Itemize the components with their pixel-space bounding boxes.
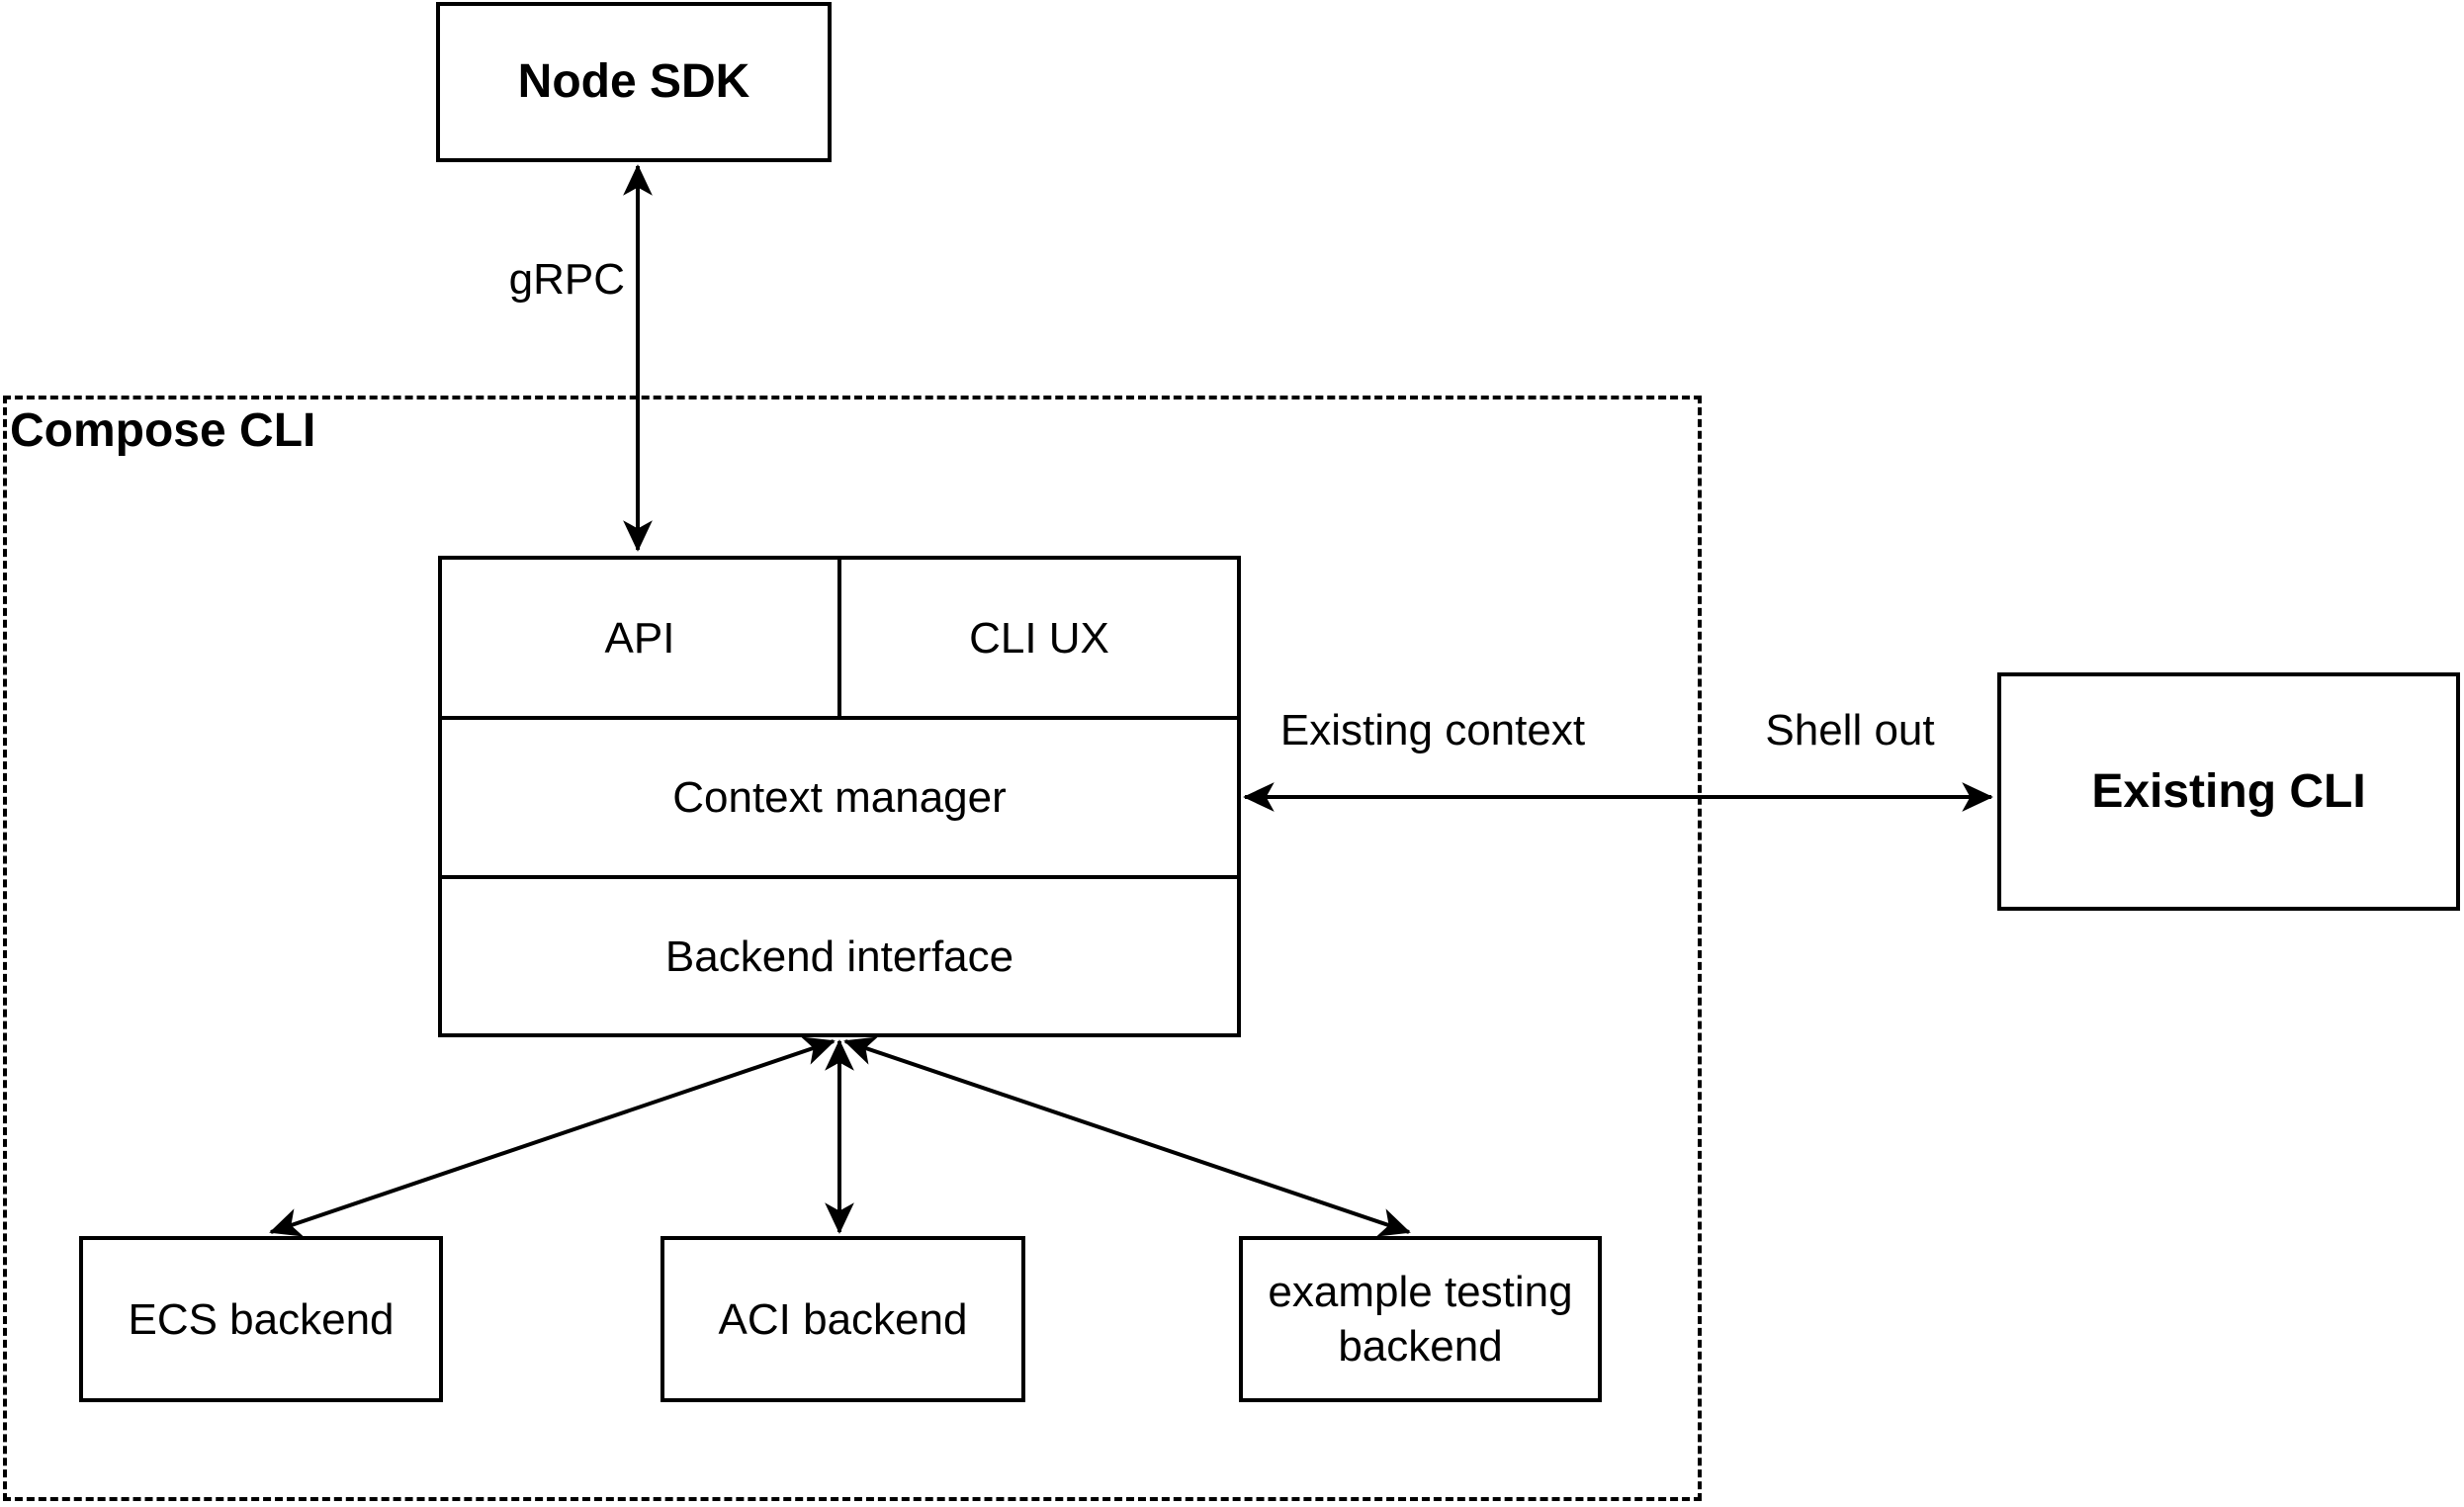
node-sdk-box: Node SDK bbox=[436, 2, 832, 162]
shell-out-edge-label: Shell out bbox=[1765, 706, 1935, 754]
api-label: API bbox=[604, 613, 675, 663]
grpc-edge-label: gRPC bbox=[508, 255, 625, 304]
example-testing-backend-label: example testing backend bbox=[1268, 1268, 1573, 1371]
existing-context-edge-label: Existing context bbox=[1279, 706, 1586, 754]
example-testing-backend-box: example testing backend bbox=[1239, 1236, 1602, 1402]
compose-cli-label: Compose CLI bbox=[10, 404, 316, 457]
compose-cli-container bbox=[3, 396, 1702, 1501]
backend-interface-label: Backend interface bbox=[664, 931, 1014, 981]
existing-cli-label: Existing CLI bbox=[2091, 764, 2366, 818]
existing-cli-box: Existing CLI bbox=[1997, 672, 2460, 911]
ecs-backend-box: ECS backend bbox=[79, 1236, 443, 1402]
backend-interface-cell: Backend interface bbox=[442, 875, 1237, 1033]
node-sdk-label: Node SDK bbox=[517, 55, 750, 108]
ecs-backend-label: ECS backend bbox=[128, 1294, 395, 1344]
aci-backend-label: ACI backend bbox=[718, 1294, 968, 1344]
context-manager-cell: Context manager bbox=[442, 716, 1237, 875]
cli-ux-cell: CLI UX bbox=[841, 560, 1237, 716]
context-manager-label: Context manager bbox=[672, 773, 1007, 822]
api-cell: API bbox=[442, 560, 841, 716]
compose-stack-box: API CLI UX Context manager Backend inter… bbox=[438, 556, 1241, 1037]
cli-ux-label: CLI UX bbox=[969, 613, 1109, 663]
aci-backend-box: ACI backend bbox=[660, 1236, 1025, 1402]
